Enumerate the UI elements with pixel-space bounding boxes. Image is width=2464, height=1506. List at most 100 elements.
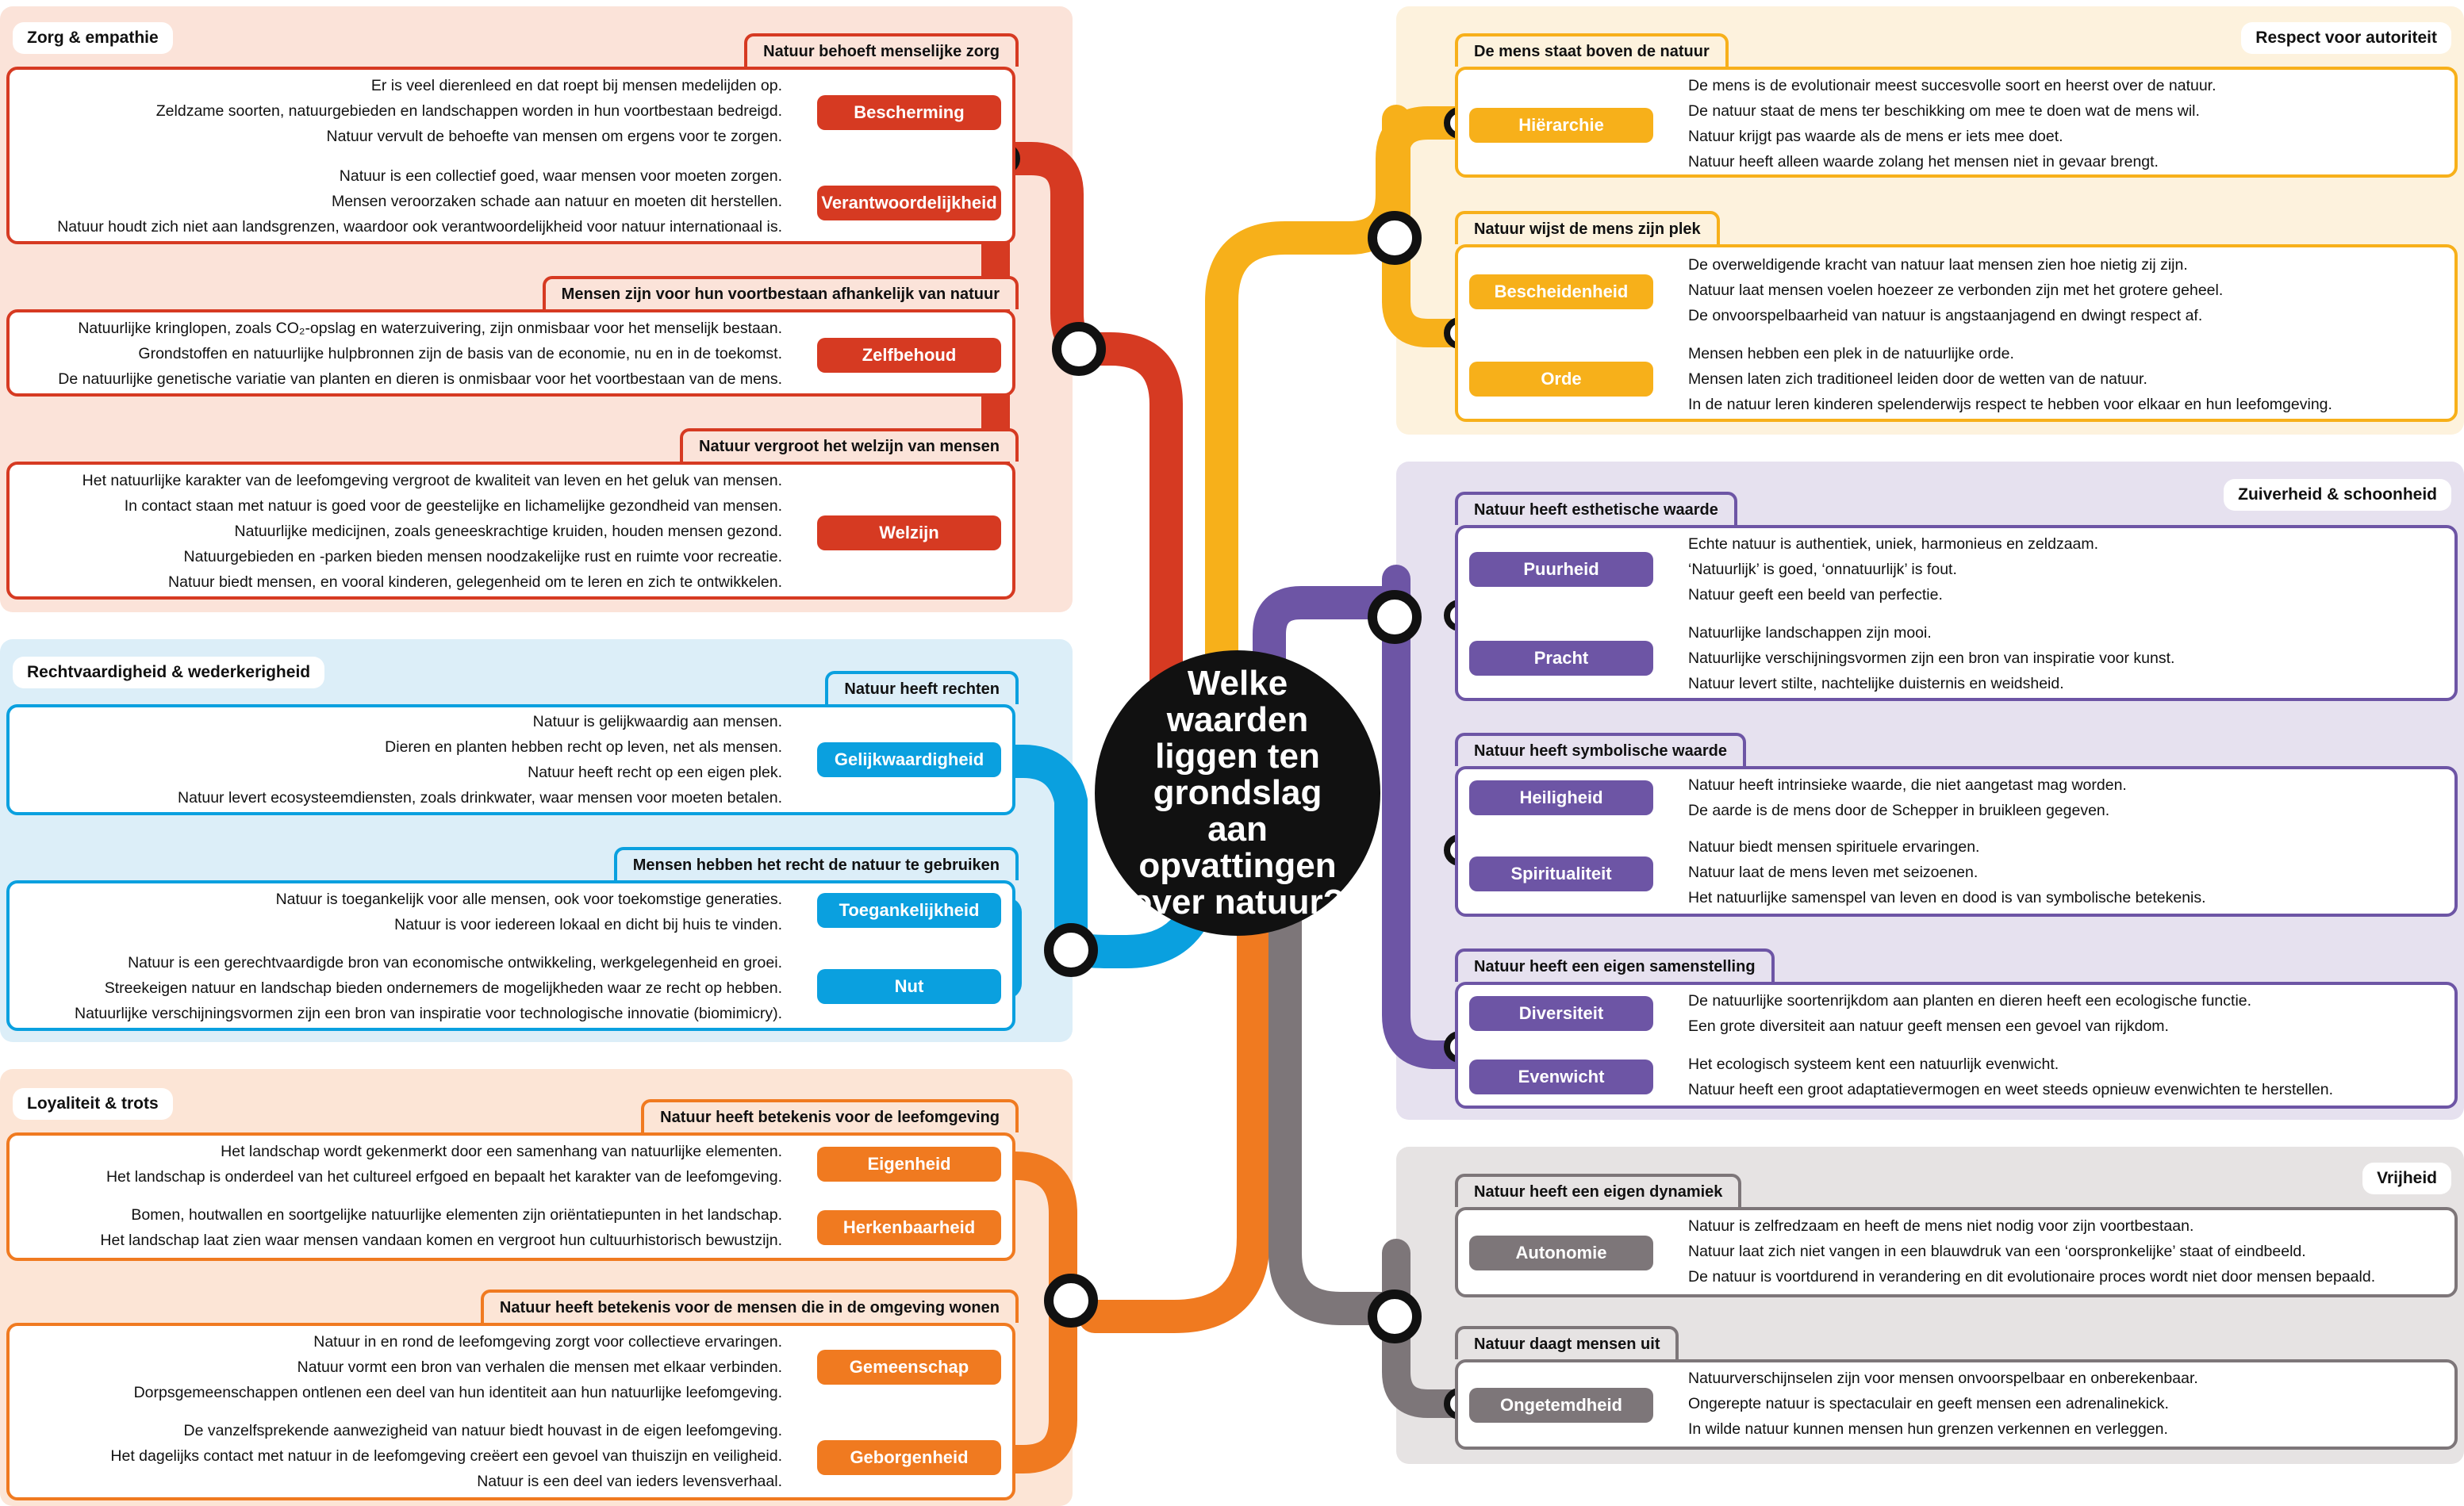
value-pill-gelijkwaardigheid: Gelijkwaardigheid: [817, 742, 1001, 777]
category-title: Vrijheid: [2362, 1163, 2451, 1194]
statement: Natuurverschijnselen zijn voor mensen on…: [1688, 1370, 2198, 1387]
statement: Natuurlijke landschappen zijn mooi.: [1688, 624, 1932, 642]
statement-list: Het landschap wordt gekenmerkt door een …: [0, 1139, 782, 1190]
group-box: [1455, 244, 2458, 422]
statement: Natuur in en rond de leefomgeving zorgt …: [313, 1333, 782, 1351]
statement: Natuur geeft een beeld van perfectie.: [1688, 586, 1943, 604]
value-pill-pracht: Pracht: [1469, 641, 1653, 676]
statement-list: Natuur is toegankelijk voor alle mensen,…: [0, 887, 782, 937]
line-grey: [1268, 887, 1413, 1325]
group-heading: Natuur wijst de mens zijn plek: [1455, 211, 1720, 244]
line-yellow-branch: [1382, 105, 1474, 347]
station-vrijheid: [1368, 1289, 1422, 1343]
statement: Natuurlijke kringlopen, zoals CO₂-opslag…: [78, 320, 782, 337]
statement: Natuur biedt mensen, en vooral kinderen,…: [168, 573, 782, 591]
statement: Dieren en planten hebben recht op leven,…: [385, 738, 782, 756]
statement: Grondstoffen en natuurlijke hulpbronnen …: [138, 345, 782, 362]
statement: Het landschap wordt gekenmerkt door een …: [221, 1143, 782, 1160]
statement-list: Natuur in en rond de leefomgeving zorgt …: [0, 1329, 782, 1405]
statement: De natuur staat de mens ter beschikking …: [1688, 102, 2200, 120]
central-question-text: Welke waarden liggen ten grondslag aan o…: [1130, 664, 1345, 922]
statement: Mensen hebben een plek in de natuurlijke…: [1688, 345, 2014, 362]
value-pill-ongetemdheid: Ongetemdheid: [1469, 1388, 1653, 1423]
statement: Natuur is gelijkwaardig aan mensen.: [532, 713, 782, 730]
statement: Natuur biedt mensen spirituele ervaringe…: [1688, 838, 1980, 856]
statement-list: Natuur is zelfredzaam en heeft de mens n…: [1688, 1213, 2442, 1289]
statement: Natuur laat mensen voelen hoezeer ze ver…: [1688, 282, 2224, 299]
statement: De vanzelfsprekende aanwezigheid van nat…: [183, 1422, 782, 1439]
value-pill-herkenbaarheid: Herkenbaarheid: [817, 1210, 1001, 1245]
statement-list: Het natuurlijke karakter van de leefomge…: [0, 468, 782, 595]
statement-list: Echte natuur is authentiek, uniek, harmo…: [1688, 531, 2442, 607]
value-pill-spiritualiteit: Spiritualiteit: [1469, 856, 1653, 891]
statement: Bomen, houtwallen en soortgelijke natuur…: [131, 1206, 782, 1224]
statement: Natuur is een deel van ieders levensverh…: [477, 1473, 782, 1490]
line-orange: [1078, 903, 1270, 1333]
value-pill-nut: Nut: [817, 969, 1001, 1004]
group-heading: Natuur heeft betekenis voor de mensen di…: [480, 1289, 1019, 1323]
statement: Zeldzame soorten, natuurgebieden en land…: [155, 102, 782, 120]
statement-list: Het ecologisch systeem kent een natuurli…: [1688, 1052, 2442, 1102]
statement: Natuur heeft intrinsieke waarde, die nie…: [1688, 776, 2127, 794]
statement: De overweldigende kracht van natuur laat…: [1688, 256, 2188, 274]
statement: De natuur is voortdurend in verandering …: [1688, 1268, 2376, 1286]
line-orange-branch-a: [779, 1152, 1077, 1315]
statement: Het dagelijks contact met natuur in de l…: [110, 1447, 782, 1465]
value-pill-toegankelijkheid: Toegankelijkheid: [817, 893, 1001, 928]
line-orange-branch-b: [779, 1302, 1077, 1473]
value-pill-diversiteit: Diversiteit: [1469, 996, 1653, 1031]
statement-list: Natuur is een gerechtvaardigde bron van …: [0, 950, 782, 1026]
value-pill-bescherming: Bescherming: [817, 95, 1001, 130]
statement: Natuur levert stilte, nachtelijke duiste…: [1688, 675, 2064, 692]
statement: Ongerepte natuur is spectaculair en geef…: [1688, 1395, 2169, 1412]
category-title: Respect voor autoriteit: [2241, 22, 2451, 54]
station-loyaliteit: [1044, 1274, 1098, 1328]
statement: Natuur is een collectief goed, waar mens…: [339, 167, 782, 185]
statement-list: Natuurverschijnselen zijn voor mensen on…: [1688, 1366, 2442, 1442]
statement: Natuur heeft een groot adaptatievermogen…: [1688, 1081, 2334, 1098]
statement: In de natuur leren kinderen spelenderwij…: [1688, 396, 2332, 413]
line-purple-main: [1382, 565, 1474, 1069]
statement: Mensen laten zich traditioneel leiden do…: [1688, 370, 2147, 388]
group-heading: Natuur vergroot het welzijn van mensen: [680, 428, 1019, 462]
statement: Het landschap is onderdeel van het cultu…: [106, 1168, 782, 1186]
statement: Natuurgebieden en -parken bieden mensen …: [183, 548, 782, 565]
station-zorg: [1052, 322, 1106, 376]
value-pill-autonomie: Autonomie: [1469, 1236, 1653, 1270]
value-pill-geborgenheid: Geborgenheid: [817, 1440, 1001, 1475]
group-heading: Mensen hebben het recht de natuur te geb…: [613, 847, 1019, 880]
statement: De aarde is de mens door de Schepper in …: [1688, 802, 2110, 819]
line-yellow: [1205, 106, 1476, 683]
statement: Dorpsgemeenschappen ontlenen een deel va…: [133, 1384, 782, 1401]
value-pill-welzijn: Welzijn: [817, 515, 1001, 550]
statement-list: De vanzelfsprekende aanwezigheid van nat…: [0, 1418, 782, 1494]
statement: ‘Natuurlijk’ is goed, ‘onnatuurlijk’ is …: [1688, 561, 1957, 578]
category-title: Zorg & empathie: [13, 22, 173, 54]
statement-list: Natuurlijke kringlopen, zoals CO₂-opslag…: [0, 316, 782, 392]
statement: Streekeigen natuur en landschap bieden o…: [104, 979, 782, 997]
statement: Natuur houdt zich niet aan landsgrenzen,…: [57, 218, 782, 236]
statement: De natuurlijke genetische variatie van p…: [58, 370, 782, 388]
line-purple: [1253, 586, 1413, 715]
value-pill-gemeenschap: Gemeenschap: [817, 1350, 1001, 1385]
statement: Natuur is toegankelijk voor alle mensen,…: [275, 891, 782, 908]
station-respect: [1368, 211, 1422, 265]
value-pill-orde: Orde: [1469, 362, 1653, 397]
statement-list: Natuur biedt mensen spirituele ervaringe…: [1688, 834, 2442, 910]
statement-list: De overweldigende kracht van natuur laat…: [1688, 252, 2442, 328]
statement: Natuurlijke verschijningsvormen zijn een…: [1688, 650, 2175, 667]
statement-list: De natuurlijke soortenrijkdom aan plante…: [1688, 988, 2442, 1039]
statement: Natuur vormt een bron van verhalen die m…: [297, 1358, 782, 1376]
statement: Natuur is voor iedereen lokaal en dicht …: [394, 916, 782, 933]
statement: Natuur laat de mens leven met seizoenen.: [1688, 864, 1978, 881]
statement: Het landschap laat zien waar mensen vand…: [100, 1232, 782, 1249]
statement: Natuur is zelfredzaam en heeft de mens n…: [1688, 1217, 2194, 1235]
line-grey-branch: [1382, 1239, 1474, 1418]
statement: Natuur heeft recht op een eigen plek.: [528, 764, 782, 781]
station-zuiverheid: [1368, 590, 1422, 644]
value-pill-puurheid: Puurheid: [1469, 552, 1653, 587]
statement-list: Natuur is een collectief goed, waar mens…: [0, 163, 782, 240]
statement-list: Bomen, houtwallen en soortgelijke natuur…: [0, 1202, 782, 1253]
value-pill-verantwoordelijkheid: Verantwoordelijkheid: [817, 186, 1001, 220]
statement: Natuur is een gerechtvaardigde bron van …: [128, 954, 782, 971]
